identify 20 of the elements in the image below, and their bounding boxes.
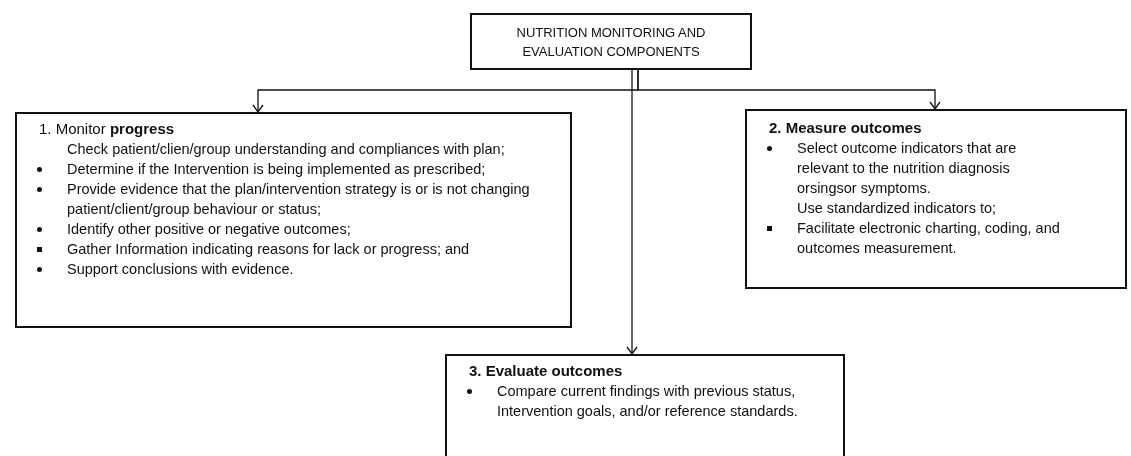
item-text: Select outcome indicators that are relevant to the nutrition diagnosis orsingsor symptoms. [797,140,1017,196]
item-text: Provide evidence that the plan/intervention strategy is or is not changing patient/client/group behaviour or status; [67,181,530,217]
item-text: Determine if the Intervention is being implemented as prescribed; [67,161,486,177]
item-text: Facilitate electronic charting, coding, and outcomes measurement. [797,220,1060,256]
arrow [626,69,638,355]
item-text: Check patient/clien/group understanding and compliances with plan; [67,141,505,157]
item-text: Support conclusions with evidence. [67,261,294,277]
item-text: Identify other positive or negative outcomes; [67,221,351,237]
title-text: NUTRITION MONITORING AND EVALUATION COMPONENTS [515,24,707,61]
item-text: Compare current findings with previous status, Intervention goals, and/or reference standards. [497,383,798,419]
title-box [470,13,752,70]
component-box [15,112,572,328]
component-box [745,109,1127,289]
item-text: Gather Information indicating reasons for lack or progress; and [67,241,470,257]
heading-text: 1. Monitor progress [38,120,176,137]
heading-text: 3. Evaluate outcomes [468,362,624,379]
item-text: Use standardized indicators to; [797,200,997,216]
arrow [637,69,941,110]
heading-text: 2. Measure outcomes [768,119,923,136]
component-box [445,354,845,456]
